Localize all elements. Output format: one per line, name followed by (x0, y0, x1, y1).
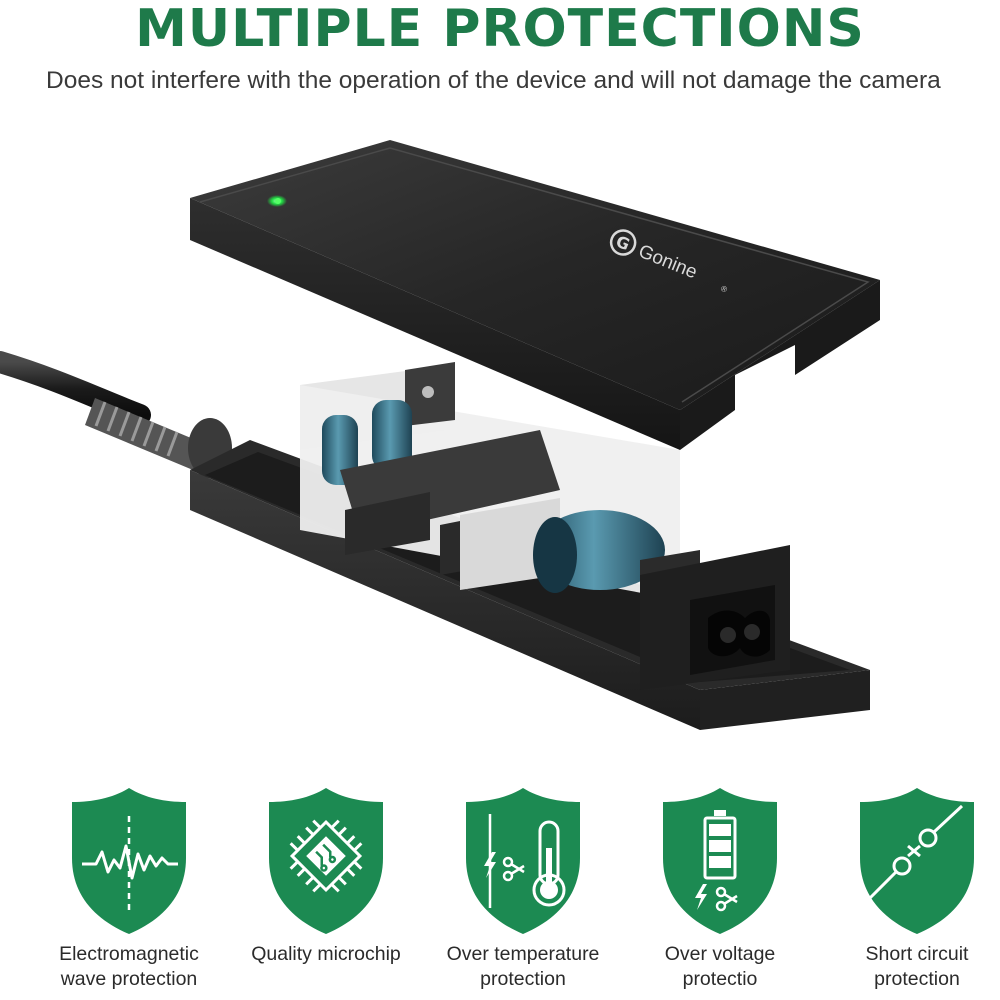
feature-label: Electromagnetic (59, 943, 199, 965)
feature-electromagnetic: Electromagnetic wave protection (44, 780, 214, 1000)
thermometer-icon (466, 788, 580, 934)
feature-voltage: Over voltage protectio (635, 780, 805, 1000)
microchip-icon (269, 788, 383, 934)
feature-short-circuit: Short circuit protection (832, 780, 1000, 1000)
battery-voltage-icon (663, 788, 777, 934)
feature-label: protection (480, 968, 566, 990)
circuit-board (300, 362, 700, 610)
short-circuit-icon (860, 788, 974, 934)
power-cable (0, 351, 232, 478)
page-subtitle: Does not interfere with the operation of… (46, 67, 941, 94)
feature-label: Quality microchip (251, 943, 401, 965)
power-adapter-illustration: G Gonine ® (0, 140, 880, 730)
feature-temperature: Over temperature protection (438, 780, 608, 1000)
feature-label: Over voltage (664, 943, 776, 965)
protection-features: Electromagnetic wave protection (0, 780, 1000, 1000)
page-title: MULTIPLE PROTECTIONS (135, 0, 865, 59)
feature-label: Over temperature (446, 943, 600, 965)
ac-socket (640, 545, 790, 690)
electromagnetic-wave-icon (72, 788, 186, 934)
feature-label: Short circuit (865, 943, 969, 965)
svg-text:®: ® (720, 284, 729, 295)
adapter-lid: G Gonine ® (190, 140, 880, 450)
feature-microchip: Quality microchip (241, 780, 411, 1000)
feature-label: protectio (682, 968, 758, 990)
feature-label: wave protection (60, 968, 198, 990)
feature-label: protection (874, 968, 960, 990)
